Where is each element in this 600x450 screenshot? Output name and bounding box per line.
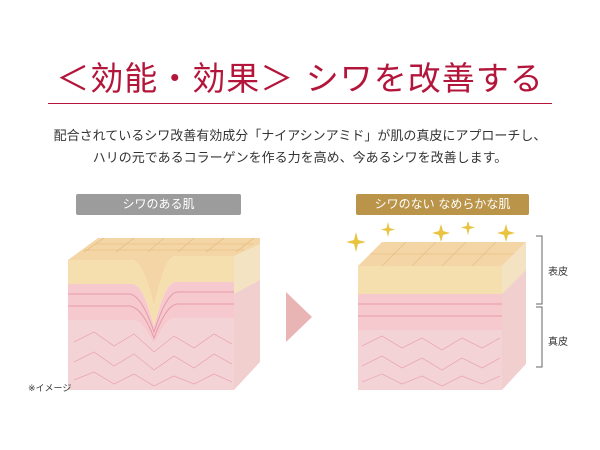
wrinkled-skin-label: シワのある肌: [76, 194, 241, 215]
description-line-2: ハリの元であるコラーゲンを作る力を高め、今あるシワを改善します。: [92, 151, 508, 166]
title-divider: [48, 103, 552, 104]
epidermis-bracket: [536, 235, 543, 305]
image-note: ※イメージ: [28, 384, 72, 394]
dermis-bracket: [536, 306, 543, 368]
sparkle-icon: [346, 222, 515, 252]
epidermis-label: 表皮: [548, 267, 568, 278]
smooth-skin-label: シワのない なめらかな肌: [356, 194, 529, 215]
arrow-right-icon: [286, 292, 312, 342]
page-title: ＜効能・効果＞ シワを改善する: [56, 59, 544, 98]
description-line-1: 配合されているシワ改善有効成分「ナイアシンアミド」が肌の真皮にアプローチし、: [53, 129, 547, 144]
dermis-label: 真皮: [548, 337, 568, 348]
wrinkled-skin-illustration: [68, 237, 260, 390]
description: 配合されているシワ改善有効成分「ナイアシンアミド」が肌の真皮にアプローチし、 ハ…: [0, 126, 600, 170]
smooth-skin-illustration: [346, 222, 526, 390]
